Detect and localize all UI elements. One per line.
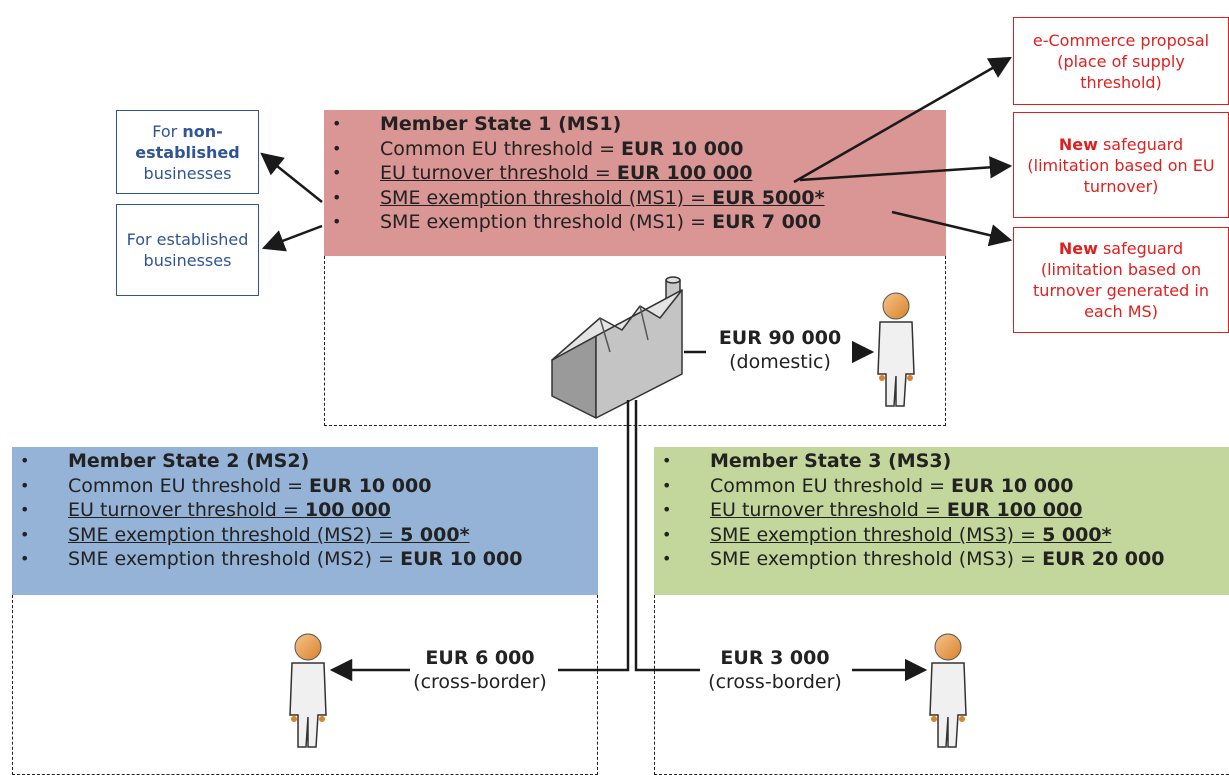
arrow-to-ecommerce	[793, 56, 1012, 184]
arrow-to-non-established	[260, 152, 323, 203]
ms2-sme-threshold: SME exemption threshold (MS2) = EUR 10 0…	[12, 547, 598, 572]
ms1-title: Member State 1 (MS1)	[324, 112, 946, 137]
ms2-eu-turnover-threshold: EU turnover threshold = 100 000	[12, 498, 598, 523]
arrow-to-safeguard2	[891, 210, 1013, 247]
ms3-sme-threshold: SME exemption threshold (MS3) = EUR 20 0…	[654, 547, 1229, 572]
ms3-sme-new-threshold: SME exemption threshold (MS3) = 5 000*	[654, 523, 1229, 548]
factory-icon	[551, 276, 683, 419]
person-icon-ms3	[929, 633, 967, 748]
ms1-box: Member State 1 (MS1) Common EU threshold…	[324, 110, 946, 256]
ms2-flow-label: EUR 6 000(cross-border)	[413, 647, 547, 693]
ms3-title: Member State 3 (MS3)	[654, 449, 1229, 474]
safeguard-ms-turnover-box: New safeguard (limitation based on turno…	[1013, 227, 1229, 333]
ms1-sme-threshold: SME exemption threshold (MS1) = EUR 7 00…	[324, 210, 946, 235]
ms3-box: Member State 3 (MS3) Common EU threshold…	[654, 447, 1229, 595]
ms3-eu-turnover-threshold: EU turnover threshold = EUR 100 000	[654, 498, 1229, 523]
ms2-box: Member State 2 (MS2) Common EU threshold…	[12, 447, 598, 595]
flow-line-ms2	[558, 400, 630, 672]
arrow-to-established	[261, 224, 323, 252]
ms3-flow-label: EUR 3 000(cross-border)	[708, 647, 842, 693]
ms1-common-threshold: Common EU threshold = EUR 10 000	[324, 137, 946, 162]
ecommerce-proposal-box: e-Commerce proposal (place of supply thr…	[1013, 17, 1229, 105]
person-icon-ms2	[289, 633, 327, 748]
established-box: For established businesses	[116, 204, 259, 296]
person-icon-domestic	[877, 292, 915, 407]
domestic-flow-label: EUR 90 000(domestic)	[718, 327, 842, 373]
ms2-common-threshold: Common EU threshold = EUR 10 000	[12, 474, 598, 499]
ms1-sme-new-threshold: SME exemption threshold (MS1) = EUR 5000…	[324, 186, 946, 211]
arrow-to-safeguard1	[799, 156, 1013, 182]
ms2-title: Member State 2 (MS2)	[12, 449, 598, 474]
ms1-eu-turnover-threshold: EU turnover threshold = EUR 100 000	[324, 161, 946, 186]
flow-line-ms3	[634, 400, 700, 672]
ms3-common-threshold: Common EU threshold = EUR 10 000	[654, 474, 1229, 499]
safeguard-eu-turnover-box: New safeguard (limitation based on EU tu…	[1013, 112, 1229, 218]
ms2-sme-new-threshold: SME exemption threshold (MS2) = 5 000*	[12, 523, 598, 548]
